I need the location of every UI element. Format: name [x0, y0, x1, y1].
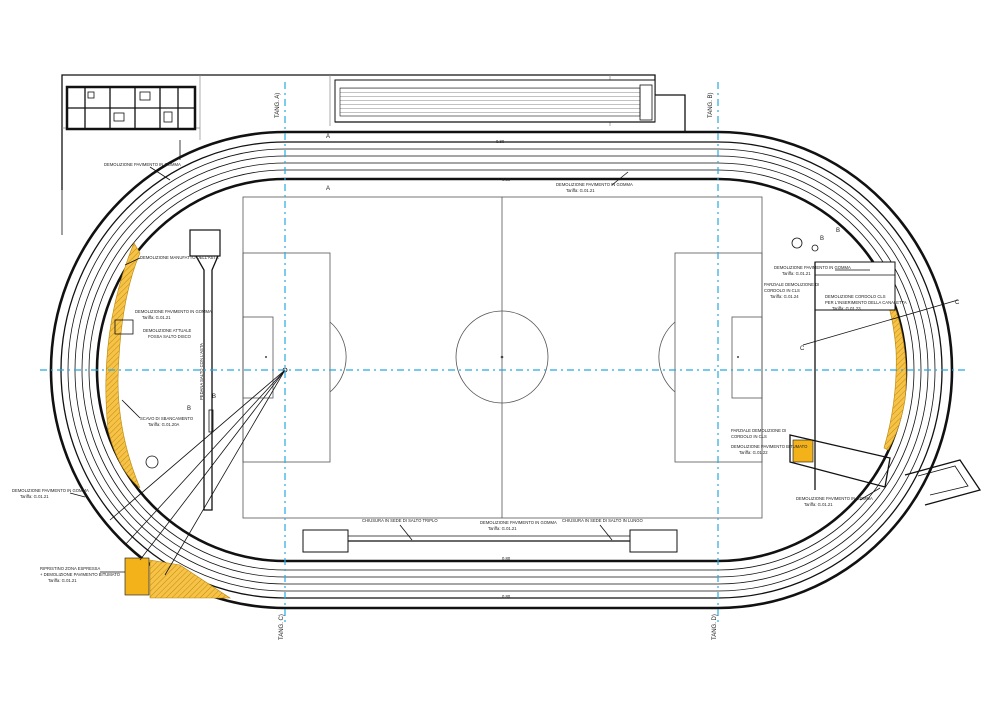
reference-axes	[40, 82, 965, 625]
annotations: DEMOLIZIONE PAVIMENTO IN GOMMA DEMOLIZIO…	[12, 139, 907, 599]
note: PER L'INSERIMENTO DELLA CANALETTA	[825, 300, 907, 305]
note: Tariffa: G.01.23	[832, 306, 861, 311]
note: Tariffa: G.01.21	[804, 502, 833, 507]
note: CORDOLO IN CLS	[731, 434, 767, 439]
note: CORDOLO IN CLS	[764, 288, 800, 293]
dim-label: 0.80	[496, 139, 505, 144]
tang-a-label: TANG. A)	[275, 93, 281, 118]
football-pitch	[242, 196, 763, 519]
note: DEMOLIZIONE PAVIMENTO IN GOMMA	[12, 488, 89, 493]
note: Tariffa: G.01.21	[488, 526, 517, 531]
marker-b: B	[820, 236, 824, 242]
note: Tariffa: G.01.20A	[148, 422, 180, 427]
note: Tariffa: G.01.21	[48, 578, 77, 583]
marker-b: B	[212, 394, 216, 400]
grandstand	[334, 79, 656, 123]
note: DEMOLIZIONE PAVIMENTO IN GOMMA	[774, 265, 851, 270]
tang-c-label: TANG. C)	[279, 614, 285, 640]
marker-c: C	[800, 346, 805, 352]
note: DEMOLIZIONE MANUFATTO DELL'ASTA	[140, 255, 219, 260]
dim-label: 0.80	[502, 594, 511, 599]
note: DEMOLIZIONE PAVIMENTO IN GOMMA	[480, 520, 557, 525]
marker-b: B	[836, 228, 840, 234]
note: RIPRISTINO ZONA ESPRESSA	[40, 566, 100, 571]
note: DEMOLIZIONE PAVIMENTO IN GOMMA	[104, 162, 181, 167]
note: PARZIALE DEMOLIZIONE DI	[764, 282, 819, 287]
note: DEMOLIZIONE PAVIMENTO BITUMATO	[731, 444, 808, 449]
pole-vault-runway	[189, 229, 221, 511]
note: DEMOLIZIONE PAVIMENTO IN GOMMA	[556, 182, 633, 187]
note: Tariffa: G.01.22	[739, 450, 768, 455]
note: DEMOLIZIONE PAVIMENTO IN GOMMA	[135, 309, 212, 314]
demolition-zones	[105, 242, 907, 599]
note: Tariffa: G.01.21	[566, 188, 595, 193]
note: PARZIALE DEMOLIZIONE DI	[731, 428, 786, 433]
right-structures	[145, 237, 982, 506]
axis-labels: TANG. A) TANG. B) TANG. C) TANG. D)	[275, 92, 718, 640]
pedana-label: PEDANA SALTO CON L'ASTA	[199, 343, 204, 400]
note: DEMOLIZIONE ATTUALE	[143, 328, 192, 333]
section-markers: A A B B C C B B	[187, 134, 960, 412]
marker-a: A	[326, 186, 330, 192]
tang-b-label: TANG. B)	[708, 92, 714, 118]
marker-b: B	[187, 406, 191, 412]
note: FOSSA SALTO DISCO	[148, 334, 192, 339]
note: Tariffa: G.01.21	[782, 271, 811, 276]
note: + DEMOLIZIONE PAVIMENTO BITUMATO	[40, 572, 121, 577]
service-building	[65, 85, 197, 131]
note: CHIUSURA IN SEDE DI SALTO TRIPLO	[362, 518, 438, 523]
note: Tariffa: G.01.21	[142, 315, 171, 320]
marker-c: C	[955, 300, 960, 306]
jump-pits	[302, 529, 678, 553]
tang-d-label: TANG. D)	[712, 614, 718, 640]
note: SCAVO DI SBANCAMENTO	[140, 416, 194, 421]
throw-sector	[109, 367, 288, 576]
note: CHIUSURA IN SEDE DI SALTO IN LUNGO	[562, 518, 644, 523]
dim-label: 0.80	[502, 177, 511, 182]
dim-label: 0.80	[502, 556, 511, 561]
marker-a: A	[326, 134, 330, 140]
note: Tariffa: G.01.21	[20, 494, 49, 499]
note: DEMOLIZIONE PAVIMENTO IN GOMMA	[796, 496, 873, 501]
note: DEMOLIZIONE CORDOLO CLS	[825, 294, 886, 299]
note: Tariffa: G.01.24	[770, 294, 799, 299]
